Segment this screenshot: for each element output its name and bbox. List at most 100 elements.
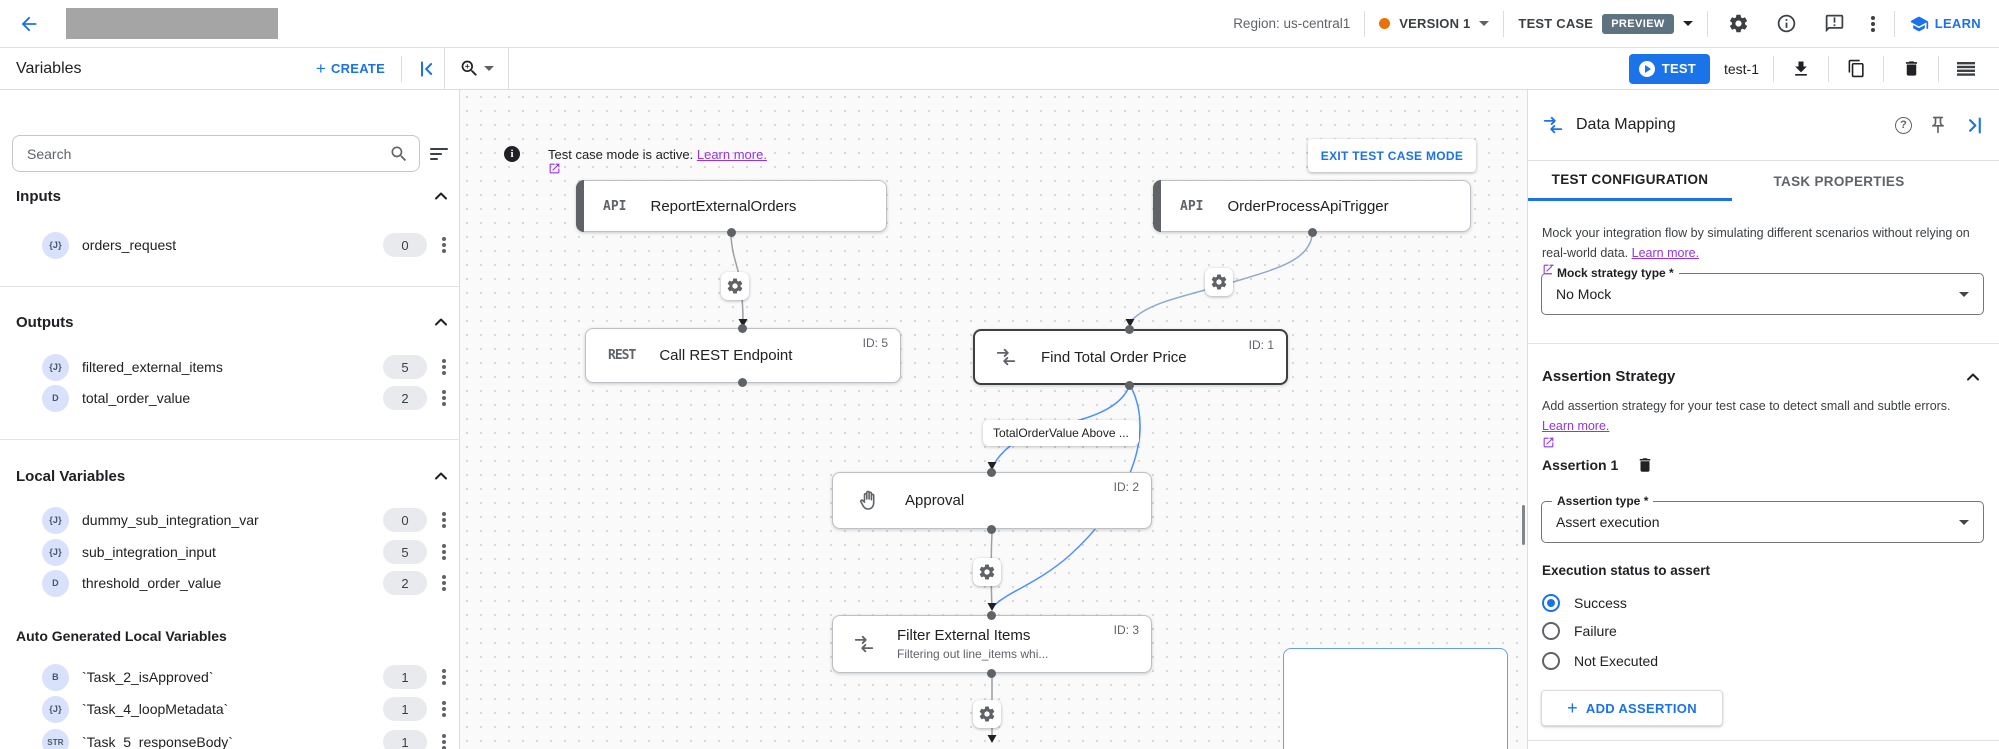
node-find-total-order-price[interactable]: Find Total Order Price ID: 1	[973, 329, 1288, 385]
node-report-external-orders[interactable]: API ReportExternalOrders	[576, 180, 887, 232]
collapse-sidebar-icon[interactable]	[410, 52, 444, 86]
delete-icon[interactable]	[1894, 52, 1928, 86]
test-case-selector[interactable]: TEST CASE PREVIEW	[1518, 13, 1693, 34]
add-assertion-button[interactable]: + ADD ASSERTION	[1541, 690, 1723, 726]
kebab-menu-icon[interactable]	[437, 509, 451, 531]
list-menu-icon[interactable]	[1949, 52, 1983, 86]
tab-task-properties[interactable]: TASK PROPERTIES	[1773, 173, 1905, 189]
kebab-menu-icon[interactable]	[437, 234, 451, 256]
edge-gear-icon[interactable]	[721, 272, 749, 300]
preview-badge: PREVIEW	[1602, 13, 1674, 34]
variable-count-badge: 1	[383, 697, 427, 721]
help-icon[interactable]: ?	[1895, 116, 1912, 134]
settings-gear-icon[interactable]	[1722, 7, 1756, 41]
info-icon[interactable]	[1770, 7, 1804, 41]
node-id-label: ID: 3	[1113, 623, 1139, 637]
variable-name[interactable]: dummy_sub_integration_var	[82, 512, 259, 528]
kebab-menu-icon[interactable]	[437, 387, 451, 409]
variable-name[interactable]: filtered_external_items	[82, 359, 223, 375]
variable-name[interactable]: threshold_order_value	[82, 575, 222, 591]
delete-assertion-icon[interactable]	[1636, 456, 1654, 474]
mock-learn-more-link[interactable]: Learn more.	[1631, 246, 1700, 260]
edge-gear-icon[interactable]	[973, 558, 1001, 586]
node-order-process-api-trigger[interactable]: API OrderProcessApiTrigger	[1153, 180, 1471, 232]
chevron-down-icon	[1959, 520, 1969, 525]
panel-tabs: TEST CONFIGURATION TASK PROPERTIES	[1528, 161, 1999, 201]
edge-condition-label[interactable]: TotalOrderValue Above ...	[983, 420, 1139, 446]
canvas-scrollbar-thumb[interactable]	[1522, 505, 1525, 545]
mock-strategy-select[interactable]: Mock strategy type * No Mock	[1541, 266, 1984, 315]
back-arrow-icon[interactable]	[18, 13, 40, 35]
sort-icon[interactable]	[427, 142, 451, 166]
connector-dot[interactable]	[727, 228, 736, 237]
tab-test-configuration[interactable]: TEST CONFIGURATION	[1528, 161, 1732, 201]
more-options-kebab-icon[interactable]	[1866, 13, 1880, 35]
variable-name[interactable]: sub_integration_input	[82, 544, 216, 560]
connector-dot[interactable]	[738, 324, 747, 333]
divider	[1706, 10, 1708, 37]
kebab-menu-icon[interactable]	[437, 731, 451, 749]
node-approval[interactable]: Approval ID: 2	[832, 472, 1152, 529]
radio-failure[interactable]	[1542, 622, 1560, 640]
chevron-up-icon[interactable]	[1963, 367, 1983, 387]
divider	[0, 286, 460, 287]
variable-row: B `Task_2_isApproved` 1	[0, 663, 460, 691]
variable-name[interactable]: `Task_4_loopMetadata`	[82, 701, 229, 717]
connector-dot[interactable]	[1125, 325, 1134, 334]
kebab-menu-icon[interactable]	[437, 666, 451, 688]
search-input[interactable]	[27, 145, 389, 162]
pin-icon[interactable]	[1928, 115, 1948, 135]
close-panel-icon[interactable]	[1964, 115, 1985, 136]
connector-dot[interactable]	[738, 378, 747, 387]
learn-button[interactable]: LEARN	[1909, 14, 1981, 34]
variable-row: STR `Task_5_responseBody` 1	[0, 728, 460, 749]
connector-dot[interactable]	[987, 611, 996, 620]
chevron-up-icon[interactable]	[431, 186, 451, 206]
connector-dot[interactable]	[987, 468, 996, 477]
radio-option-failure[interactable]: Failure	[1542, 617, 1617, 645]
chevron-up-icon[interactable]	[431, 466, 451, 486]
download-icon[interactable]	[1784, 52, 1818, 86]
variable-row: {J} sub_integration_input 5	[0, 538, 460, 566]
assertion-learn-more-link[interactable]: Learn more.	[1542, 419, 1610, 433]
radio-not-executed[interactable]	[1542, 652, 1560, 670]
kebab-menu-icon[interactable]	[437, 541, 451, 563]
connector-dot[interactable]	[987, 525, 996, 534]
copy-icon[interactable]	[1839, 52, 1873, 86]
edge-gear-icon[interactable]	[1205, 268, 1233, 296]
feedback-icon[interactable]	[1818, 7, 1852, 41]
node-filter-external-items[interactable]: Filter External Items Filtering out line…	[832, 615, 1152, 673]
connector-dot[interactable]	[987, 669, 996, 678]
test-button[interactable]: TEST	[1628, 53, 1710, 84]
search-box[interactable]	[12, 135, 420, 172]
variable-name[interactable]: orders_request	[82, 237, 177, 253]
variable-row: {J} orders_request 0	[0, 231, 460, 259]
kebab-menu-icon[interactable]	[437, 356, 451, 378]
test-case-name: test-1	[1723, 60, 1759, 77]
api-badge: API	[1180, 198, 1204, 214]
canvas-minimap[interactable]	[1283, 648, 1508, 749]
variable-name[interactable]: `Task_5_responseBody`	[82, 734, 233, 749]
zoom-in-icon	[459, 58, 480, 79]
divider	[1883, 55, 1884, 82]
connector-dot[interactable]	[1125, 381, 1134, 390]
banner-learn-more-link[interactable]: Learn more.	[696, 147, 767, 162]
edge-gear-icon[interactable]	[973, 700, 1001, 728]
flow-canvas[interactable]: i Test case mode is active. Learn more. …	[460, 90, 1527, 749]
version-selector[interactable]: VERSION 1	[1379, 16, 1490, 31]
connector-dot[interactable]	[1308, 228, 1317, 237]
variable-name[interactable]: `Task_2_isApproved`	[82, 669, 214, 685]
node-call-rest-endpoint[interactable]: REST Call REST Endpoint ID: 5	[585, 328, 901, 383]
kebab-menu-icon[interactable]	[437, 572, 451, 594]
kebab-menu-icon[interactable]	[437, 698, 451, 720]
radio-option-not-executed[interactable]: Not Executed	[1542, 647, 1658, 675]
create-variable-button[interactable]: + CREATE	[315, 59, 385, 78]
exit-test-case-mode-button[interactable]: EXIT TEST CASE MODE	[1308, 139, 1476, 172]
radio-success[interactable]	[1542, 594, 1560, 612]
assertion-type-select[interactable]: Assertion type * Assert execution	[1541, 494, 1984, 543]
chevron-up-icon[interactable]	[431, 312, 451, 332]
variable-row: {J} `Task_4_loopMetadata` 1	[0, 695, 460, 723]
radio-option-success[interactable]: Success	[1542, 589, 1627, 617]
zoom-control[interactable]	[445, 58, 508, 79]
variable-name[interactable]: total_order_value	[82, 390, 191, 406]
